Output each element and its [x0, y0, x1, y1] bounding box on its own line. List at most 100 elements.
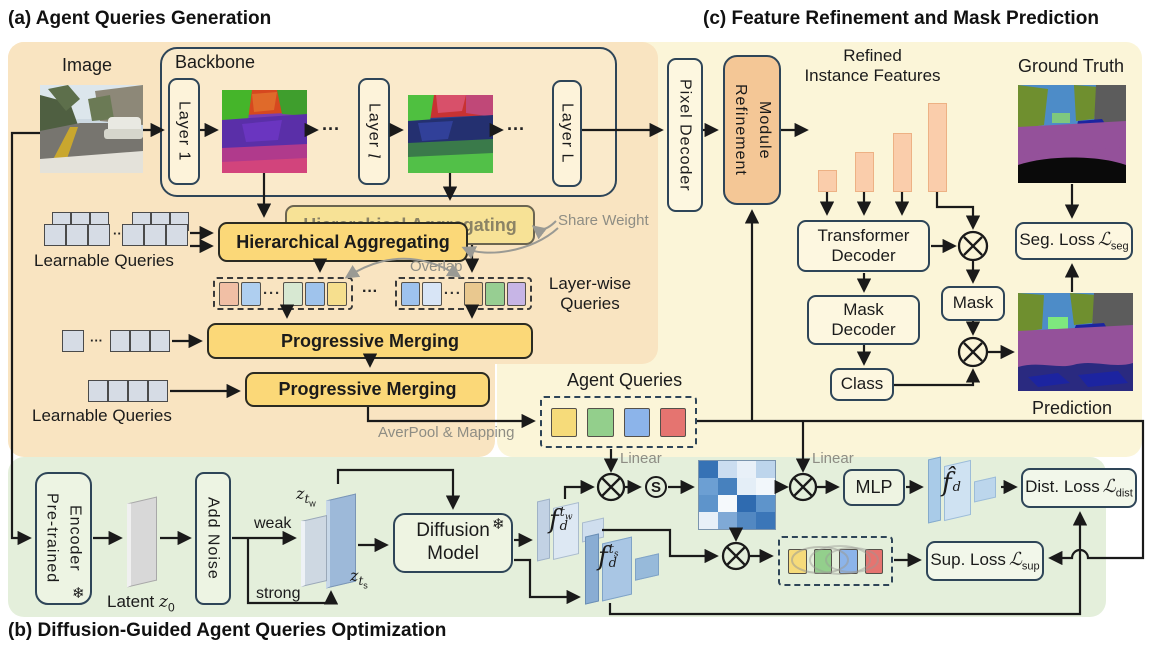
matrix-cell [756, 461, 775, 478]
matrix-cell [718, 512, 737, 529]
query-cell: ··· [443, 285, 462, 302]
matrix-cell [699, 478, 718, 495]
noised-latent-weak-slab [301, 514, 327, 588]
matrix-cell [756, 512, 775, 529]
matrix-cell [718, 495, 737, 512]
query-block [150, 330, 170, 352]
pixel-decoder-box: Pixel Decoder [667, 58, 703, 212]
similarity-matrix [698, 460, 776, 530]
hierarchical-aggregating-box: Hierarchical Aggregating [218, 222, 468, 262]
weak-label: weak [254, 515, 292, 532]
matrix-cell [737, 478, 756, 495]
instance-feature-bar [818, 170, 837, 192]
matrix-cell [737, 461, 756, 478]
query-block [108, 380, 128, 402]
linear-label-2: Linear [812, 450, 854, 467]
query-block [128, 380, 148, 402]
matrix-cell [737, 495, 756, 512]
ground-truth-image [1018, 85, 1126, 183]
matrix-cell [718, 478, 737, 495]
query-block [110, 330, 130, 352]
f-hat-label: f̂ d [942, 468, 961, 498]
overlap-label: Overlap [410, 258, 463, 275]
transformer-decoder-box: Transformer Decoder [797, 220, 930, 272]
matrix-cell [699, 512, 718, 529]
z-ts-label: zts [350, 566, 368, 591]
query-cell [463, 281, 484, 306]
latent-label: Latent z0 [107, 592, 175, 615]
query-cell [401, 281, 421, 306]
query-cell [422, 281, 442, 306]
section-b-title: (b) Diffusion-Guided Agent Queries Optim… [8, 620, 447, 641]
backbone-dots-2: ··· [507, 119, 525, 139]
matrix-cell [699, 461, 718, 478]
add-noise-box: Add Noise [195, 472, 231, 605]
query-cell [788, 548, 807, 574]
matrix-cell [756, 495, 775, 512]
backbone-dots-1: ··· [322, 119, 340, 139]
backbone-label: Backbone [175, 52, 256, 72]
backbone-layerL-box: Layer L [552, 80, 582, 187]
input-image-label: Image [62, 55, 113, 75]
query-cell [241, 281, 261, 306]
layerwise-dots: ··· [362, 283, 378, 300]
softmax-operator: S [645, 476, 667, 498]
learnable-queries-label-2: Learnable Queries [32, 406, 172, 425]
mlp-box: MLP [843, 469, 905, 506]
agent-queries-label: Agent Queries [567, 370, 683, 390]
prediction-label: Prediction [1032, 398, 1113, 418]
frozen-icon-diffusion: ❄ [492, 516, 505, 533]
refinement-module-box: Refinement Module [723, 55, 781, 205]
query-cell [623, 407, 650, 437]
layerwise-queries-group-1: ··· [213, 277, 353, 310]
frozen-icon: ❄ [72, 585, 85, 602]
query-cell [327, 281, 347, 306]
latent-feature-slab [127, 496, 157, 588]
query-cell [839, 548, 858, 574]
share-weight-label: Share Weight [558, 212, 649, 229]
query-cell: ··· [263, 285, 281, 302]
class-box: Class [830, 368, 894, 401]
mask-box: Mask [941, 286, 1005, 321]
instance-feature-bar [928, 103, 947, 192]
z-tw-label: ztw [296, 484, 316, 509]
query-cell [485, 281, 505, 306]
linear-label-1: Linear [620, 450, 662, 467]
section-c-title: (c) Feature Refinement and Mask Predicti… [703, 8, 1099, 29]
backbone-layer-l-box: Layer l [358, 78, 390, 185]
query-block [88, 380, 108, 402]
query-cell [813, 548, 832, 574]
feature-map-1 [222, 90, 307, 173]
progressive-merging-box-1: Progressive Merging [207, 323, 533, 359]
query-block [148, 380, 168, 402]
agent-queries-box [540, 396, 697, 448]
query-cell [283, 281, 303, 306]
query-cell [219, 281, 239, 306]
query-cell [659, 407, 686, 437]
query-cell [587, 407, 614, 437]
small-queries-dots: ··· [90, 333, 103, 348]
query-cell [551, 407, 578, 437]
refined-agent-queries-box [778, 536, 893, 586]
query-block [130, 330, 150, 352]
prediction-image [1018, 293, 1133, 391]
mask-decoder-box: Mask Decoder [807, 295, 920, 345]
query-cell [506, 281, 527, 306]
averpool-mapping-label: AverPool & Mapping [378, 424, 515, 441]
layerwise-queries-group-2: ··· [395, 277, 532, 310]
diffusion-model-box: Diffusion Model [393, 513, 513, 573]
input-image [40, 85, 143, 173]
query-block [62, 330, 84, 352]
section-a-title: (a) Agent Queries Generation [8, 8, 272, 29]
matrix-cell [756, 478, 775, 495]
ground-truth-label: Ground Truth [1018, 56, 1125, 76]
instance-feature-bar [893, 133, 912, 192]
